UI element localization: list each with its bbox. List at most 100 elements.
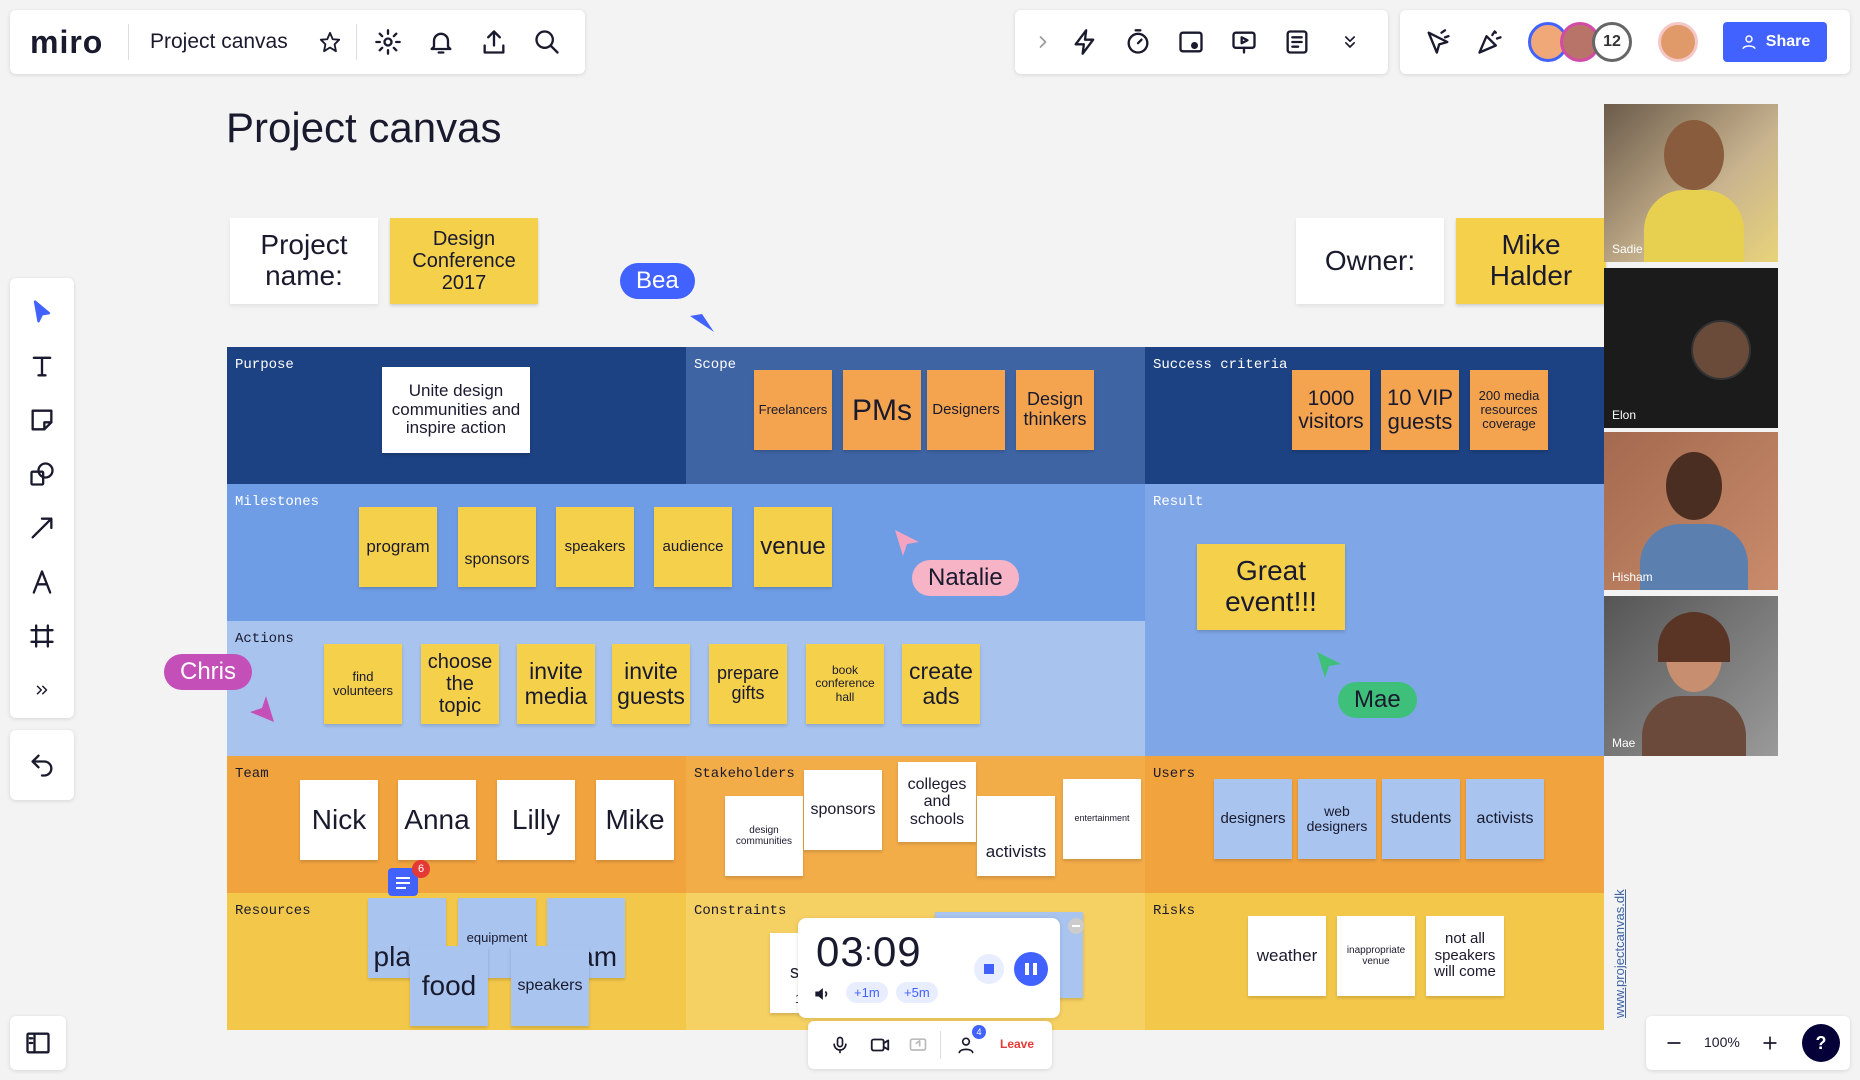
sticky-note[interactable]: design communities: [725, 796, 803, 876]
sticky-note[interactable]: Designers: [927, 370, 1005, 450]
sticky-note[interactable]: 1000 visitors: [1292, 370, 1370, 450]
add-5-minutes-button[interactable]: +5m: [896, 982, 938, 1003]
sticky-note[interactable]: students: [1382, 779, 1460, 859]
sticky-note[interactable]: book conference hall: [806, 644, 884, 724]
presentation-icon[interactable]: [1226, 24, 1262, 60]
zoom-out-icon[interactable]: [1656, 1025, 1692, 1061]
sticky-note[interactable]: Lilly: [497, 780, 575, 860]
leave-button[interactable]: Leave: [1000, 1037, 1035, 1051]
chevrons-down-icon[interactable]: [1332, 24, 1368, 60]
owner-note[interactable]: Mike Halder: [1456, 218, 1606, 304]
sticky-note[interactable]: find volunteers: [324, 644, 402, 724]
pen-icon[interactable]: [24, 564, 60, 600]
sticky-note[interactable]: sponsors: [804, 770, 882, 850]
gear-icon[interactable]: [370, 24, 406, 60]
sticky-note[interactable]: Freelancers: [754, 370, 832, 450]
project-name-label[interactable]: Project name:: [230, 218, 378, 304]
cursor-follow-icon[interactable]: [1420, 24, 1456, 60]
stop-button[interactable]: [974, 954, 1004, 984]
select-arrow-icon[interactable]: [24, 294, 60, 330]
section-label: Purpose: [235, 357, 294, 373]
section-label: Resources: [235, 903, 311, 919]
shapes-icon[interactable]: [24, 456, 60, 492]
screen-share-icon[interactable]: [900, 1027, 936, 1063]
sticky-note[interactable]: sponsors: [458, 507, 536, 587]
miro-logo[interactable]: miro: [30, 24, 104, 60]
sticky-note[interactable]: colleges and schools: [898, 762, 976, 842]
sticky-note[interactable]: Anna: [398, 780, 476, 860]
sticky-note[interactable]: prepare gifts: [709, 644, 787, 724]
watermark-link[interactable]: www.projectcanvas.dk: [1612, 889, 1627, 1018]
sticky-note[interactable]: Nick: [300, 780, 378, 860]
divider: [128, 24, 129, 60]
sticky-note[interactable]: activists: [1466, 779, 1544, 859]
sticky-note[interactable]: food: [410, 946, 488, 1026]
project-name-note[interactable]: Design Conference 2017: [390, 218, 538, 304]
sticky-note[interactable]: create ads: [902, 644, 980, 724]
video-tile[interactable]: Sadie: [1604, 104, 1778, 262]
sticky-note[interactable]: program: [359, 507, 437, 587]
upload-icon[interactable]: [476, 24, 512, 60]
sticky-note[interactable]: PMs: [843, 370, 921, 450]
sticky-note[interactable]: 10 VIP guests: [1381, 370, 1459, 450]
sidebar-toggle[interactable]: [10, 1016, 66, 1070]
sticky-note[interactable]: audience: [654, 507, 732, 587]
lightning-icon[interactable]: [1067, 24, 1103, 60]
participant-count[interactable]: 12: [1592, 22, 1632, 62]
video-tile[interactable]: Hisham: [1604, 432, 1778, 590]
sticky-note[interactable]: choose the topic: [421, 644, 499, 724]
sticky-note[interactable]: invite media: [517, 644, 595, 724]
zoom-level[interactable]: 100%: [1704, 1034, 1740, 1050]
sticky-note[interactable]: web designers: [1298, 779, 1376, 859]
star-icon[interactable]: [312, 24, 348, 60]
speaker-icon[interactable]: [812, 984, 832, 1009]
camera-icon[interactable]: [862, 1027, 898, 1063]
owner-label[interactable]: Owner:: [1296, 218, 1444, 304]
microphone-icon[interactable]: [822, 1027, 858, 1063]
card-icon[interactable]: [1173, 24, 1209, 60]
sticky-note[interactable]: not all speakers will come: [1426, 916, 1504, 996]
pause-button[interactable]: [1014, 952, 1048, 986]
video-participant-name: Hisham: [1612, 570, 1653, 584]
sticky-note[interactable]: speakers: [511, 946, 589, 1026]
sticky-note[interactable]: inappropriate venue: [1337, 916, 1415, 996]
sticky-note[interactable]: Mike: [596, 780, 674, 860]
section-label: Users: [1153, 766, 1196, 782]
sticky-note[interactable]: speakers: [556, 507, 634, 587]
sticky-note[interactable]: invite guests: [612, 644, 690, 724]
participant-shirt: [1642, 696, 1746, 756]
share-button[interactable]: Share: [1723, 22, 1827, 62]
participants-icon[interactable]: [948, 1027, 984, 1063]
sticky-note-icon[interactable]: [24, 402, 60, 438]
sticky-note[interactable]: designers: [1214, 779, 1292, 859]
minimize-timer-button[interactable]: [1068, 918, 1084, 934]
zoom-in-icon[interactable]: [1752, 1025, 1788, 1061]
sticky-note[interactable]: activists: [977, 796, 1055, 876]
sticky-note[interactable]: Design thinkers: [1016, 370, 1094, 450]
sticky-note[interactable]: venue: [754, 507, 832, 587]
sticky-note[interactable]: weather: [1248, 916, 1326, 996]
sticky-note[interactable]: 200 media resources coverage: [1470, 370, 1548, 450]
connector-arrow-icon[interactable]: [24, 510, 60, 546]
sticky-note[interactable]: Great event!!!: [1197, 544, 1345, 630]
frame-icon[interactable]: [24, 618, 60, 654]
section-label: Success criteria: [1153, 357, 1288, 373]
my-avatar[interactable]: [1658, 22, 1698, 62]
notes-icon[interactable]: [1279, 24, 1315, 60]
divider: [356, 24, 357, 60]
more-tools-icon[interactable]: [24, 672, 60, 708]
celebrate-icon[interactable]: [1472, 24, 1508, 60]
board-title[interactable]: Project canvas: [150, 30, 288, 53]
text-icon[interactable]: [24, 348, 60, 384]
undo-icon[interactable]: [24, 747, 60, 783]
sticky-note[interactable]: Unite design communities and inspire act…: [382, 367, 530, 453]
sticky-note[interactable]: entertainment: [1063, 779, 1141, 859]
chevron-right-icon[interactable]: [1025, 24, 1061, 60]
bell-icon[interactable]: [423, 24, 459, 60]
video-tile[interactable]: Mae: [1604, 596, 1778, 756]
timer-icon[interactable]: [1120, 24, 1156, 60]
video-tile[interactable]: Elon: [1604, 268, 1778, 428]
add-1-minute-button[interactable]: +1m: [846, 982, 888, 1003]
help-button[interactable]: ?: [1802, 1024, 1840, 1062]
search-icon[interactable]: [529, 24, 565, 60]
